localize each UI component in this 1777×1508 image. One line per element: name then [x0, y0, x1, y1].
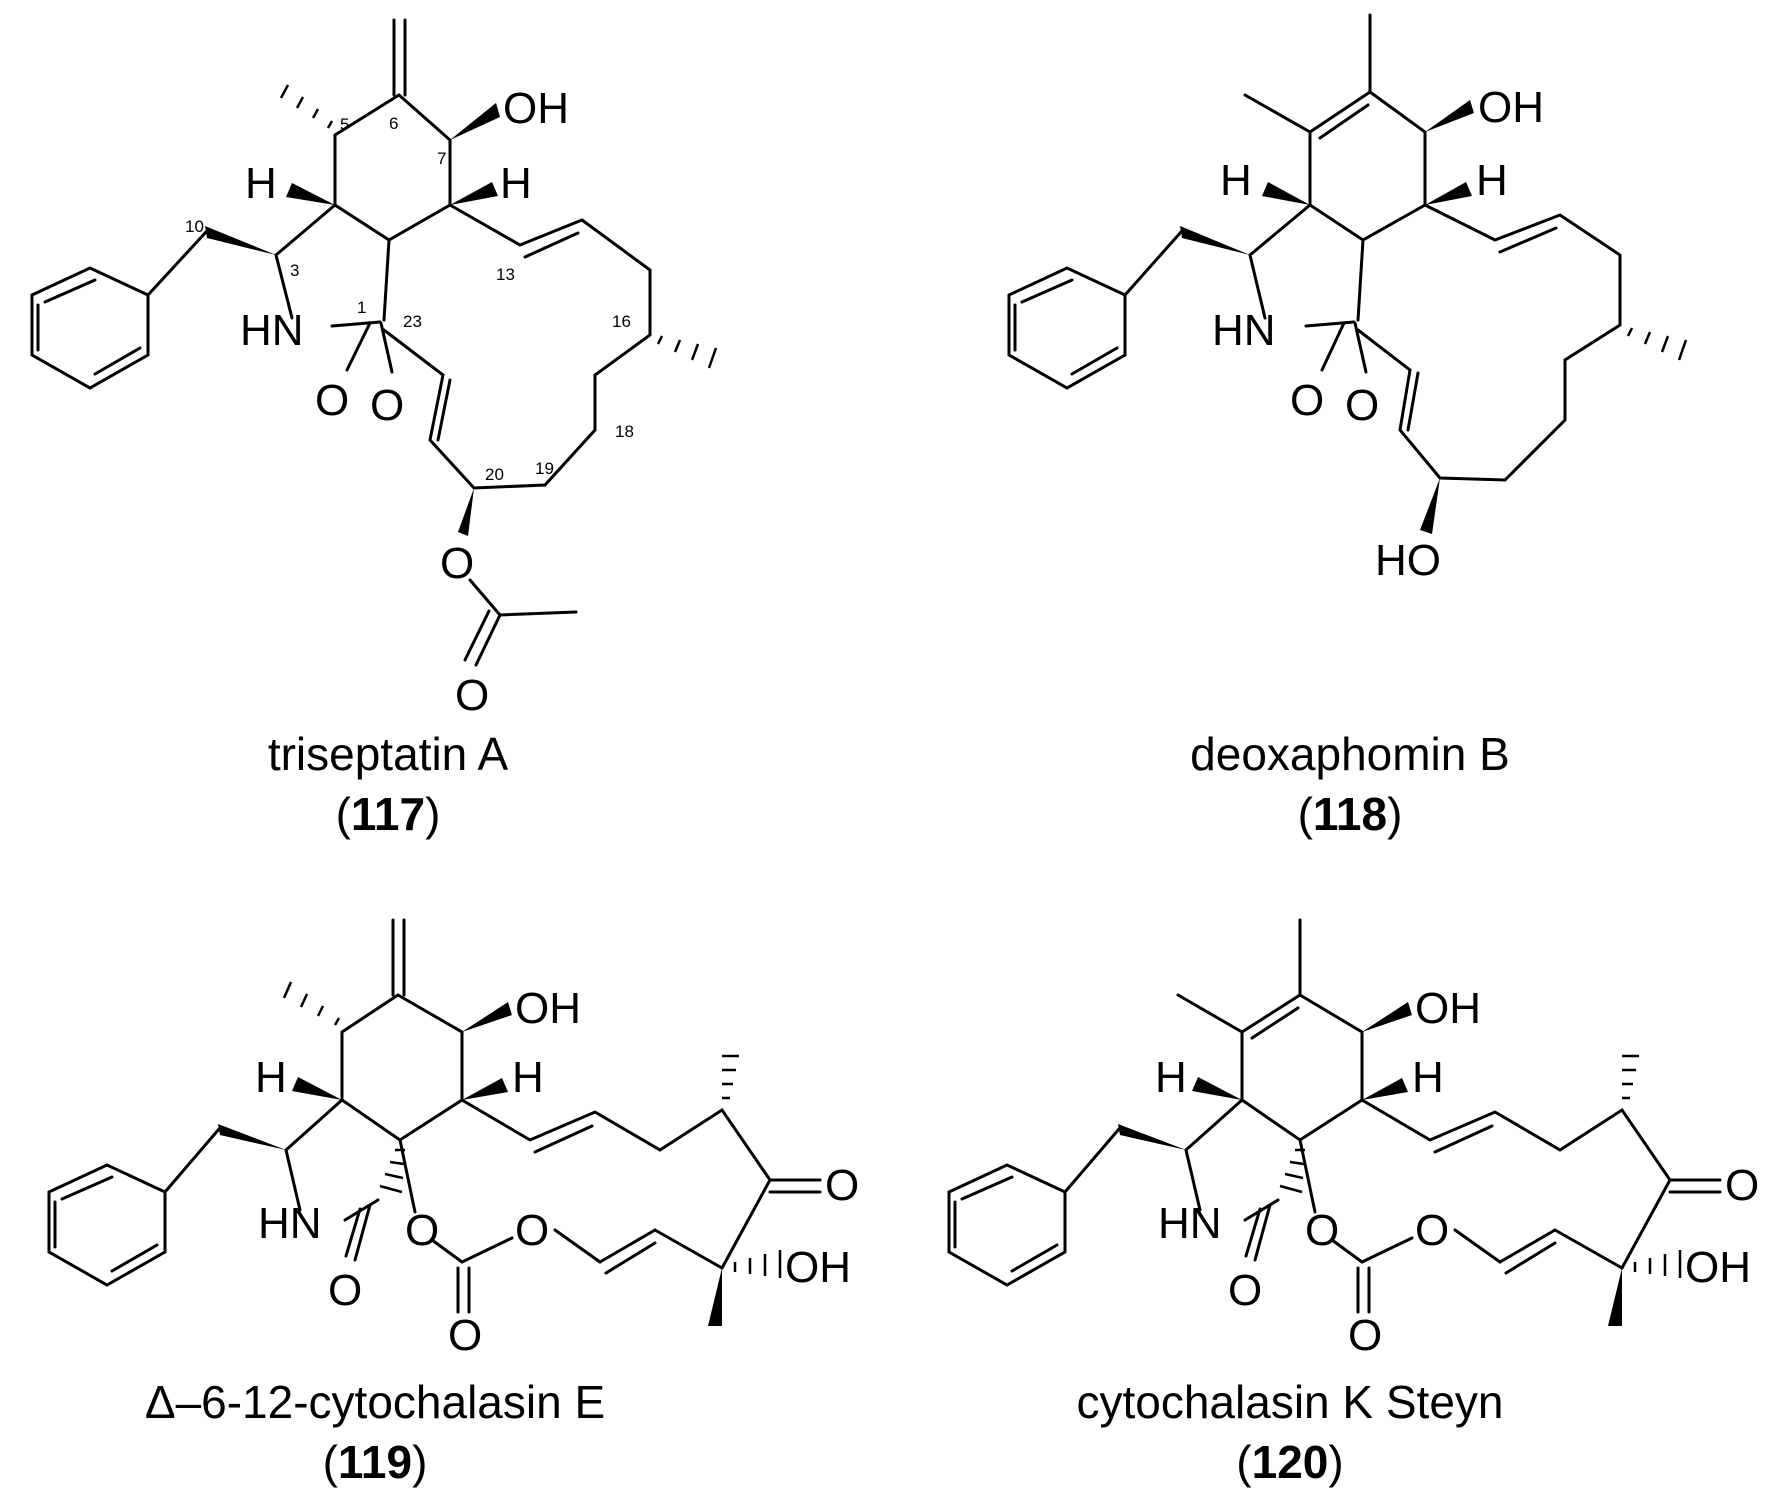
- h-label: H: [245, 159, 277, 208]
- oxygen-label: O: [825, 1161, 859, 1210]
- structure-118: [1007, 13, 1688, 534]
- hashed-methyl-117: [279, 84, 334, 129]
- structure-120: [947, 918, 1722, 1326]
- locant-label: 10: [185, 217, 204, 236]
- atom-labels-119: OH H H HN O O O O O OH: [255, 984, 859, 1360]
- locant-label: 3: [290, 261, 299, 280]
- oh-label: OH: [1415, 984, 1481, 1033]
- locant-label: 6: [389, 114, 398, 133]
- hashed-bond-119: [379, 1148, 405, 1194]
- structure-117: [30, 18, 718, 667]
- oxygen-label: O: [405, 1206, 439, 1255]
- h-label: H: [500, 159, 532, 208]
- hashed-bond-120: [1279, 1148, 1305, 1194]
- atom-labels-120: OH H H HN O O O O O OH: [1155, 984, 1759, 1360]
- oxygen-label: O: [1345, 381, 1379, 430]
- nh-label: HN: [258, 1199, 322, 1248]
- nh-label: HN: [1212, 306, 1276, 355]
- compound-name: Δ–6-12-cytochalasin E: [145, 1376, 605, 1428]
- compound-number: (117): [336, 788, 441, 840]
- h-label: H: [1476, 156, 1508, 205]
- locant-label: 16: [612, 312, 631, 331]
- ho-label: HO: [1375, 536, 1441, 585]
- compound-name: cytochalasin K Steyn: [1076, 1376, 1503, 1428]
- locant-label: 7: [437, 149, 446, 168]
- locant-label: 19: [535, 459, 554, 478]
- h-label: H: [512, 1053, 544, 1102]
- oh-label: OH: [515, 984, 581, 1033]
- structure-119: [47, 918, 822, 1326]
- h-label: H: [1412, 1053, 1444, 1102]
- compound-number-value: 117: [351, 788, 425, 840]
- oxygen-label: O: [315, 376, 349, 425]
- compound-number: (118): [1298, 788, 1403, 840]
- oxygen-label: O: [1415, 1206, 1449, 1255]
- oxygen-label: O: [1290, 376, 1324, 425]
- hashed-methyl-16: [656, 335, 718, 369]
- oxygen-label: O: [448, 1311, 482, 1360]
- oxygen-label: O: [1725, 1161, 1759, 1210]
- locant-label: 5: [340, 115, 349, 134]
- locant-label: 20: [485, 465, 504, 484]
- compound-number: (120): [1236, 1436, 1343, 1488]
- hashed-methyl-120-top: [1622, 1054, 1639, 1100]
- compound-name: deoxaphomin B: [1190, 728, 1510, 780]
- h-label: H: [255, 1053, 287, 1102]
- locant-label: 18: [615, 422, 634, 441]
- hashed-methyl-118: [1626, 327, 1688, 361]
- oxygen-label: O: [1348, 1311, 1382, 1360]
- h-label: H: [1220, 156, 1252, 205]
- compound-number-value: 120: [1252, 1436, 1329, 1488]
- atom-labels-117: OH H H HN O O O O 6 5 7 10 3 13 1 23 16 …: [185, 84, 634, 720]
- oh-label: OH: [785, 1243, 851, 1292]
- compound-name: triseptatin A: [268, 728, 509, 780]
- oxygen-label: O: [1305, 1206, 1339, 1255]
- oh-label: OH: [1478, 83, 1544, 132]
- locant-label: 13: [496, 265, 515, 284]
- nh-label: HN: [240, 306, 304, 355]
- compound-number-value: 119: [338, 1436, 412, 1488]
- hashed-methyl-119: [282, 981, 341, 1026]
- hashed-methyl-119-top: [722, 1054, 739, 1100]
- locant-label: 23: [403, 312, 422, 331]
- nh-label: HN: [1158, 1199, 1222, 1248]
- oxygen-label: O: [370, 381, 404, 430]
- hashed-oh-119: [733, 1250, 782, 1278]
- oh-label: OH: [503, 84, 569, 133]
- atom-labels-118: OH H H HN O O HO: [1212, 83, 1544, 585]
- h-label: H: [1155, 1053, 1187, 1102]
- oxygen-label: O: [328, 1266, 362, 1315]
- compound-number-value: 118: [1313, 788, 1387, 840]
- oh-label: OH: [1685, 1243, 1751, 1292]
- hashed-oh-120: [1633, 1250, 1682, 1278]
- oxygen-label: O: [440, 539, 474, 588]
- oxygen-label: O: [455, 671, 489, 720]
- locant-label: 1: [357, 298, 366, 317]
- oxygen-label: O: [515, 1206, 549, 1255]
- oxygen-label: O: [1228, 1266, 1262, 1315]
- compound-number: (119): [323, 1436, 428, 1488]
